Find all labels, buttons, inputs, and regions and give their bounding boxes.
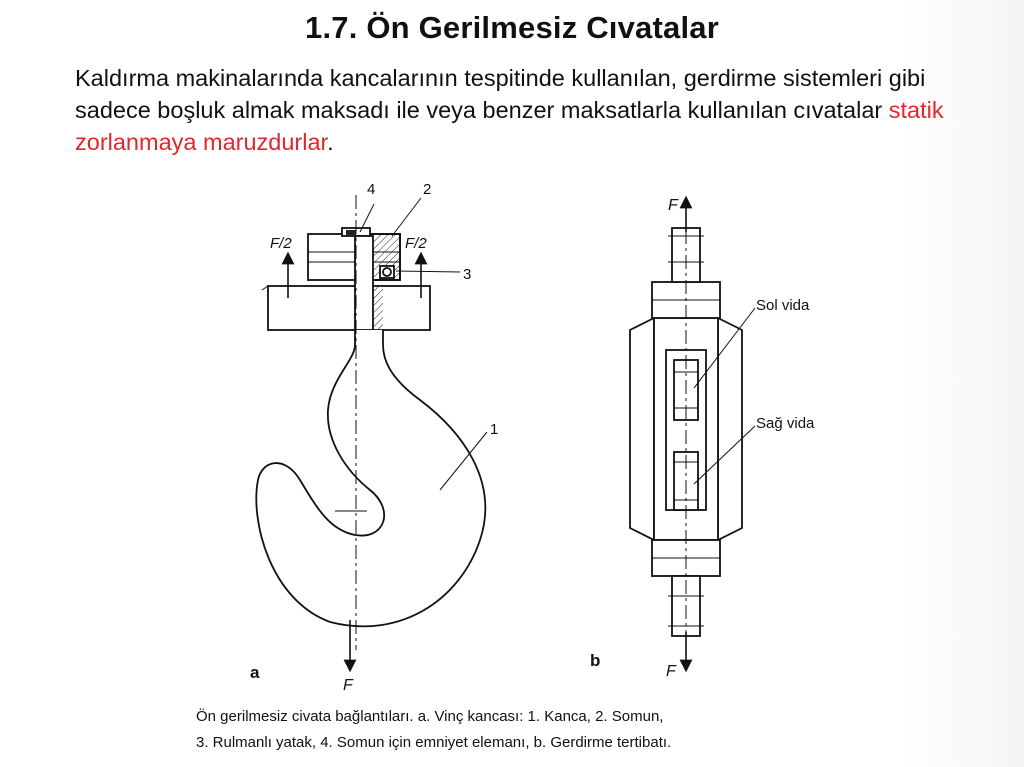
label-force-right: F/2	[405, 235, 427, 252]
figure-a-hook	[255, 195, 488, 673]
label-right-thread: Sağ vida	[756, 415, 815, 432]
label-left-thread: Sol vida	[756, 297, 810, 314]
caption-line-2: 3. Rulmanlı yatak, 4. Somun için emniyet…	[196, 734, 672, 751]
label-part-3: 3	[463, 266, 471, 283]
label-force-bottom: F	[343, 677, 354, 694]
paragraph-highlight: statik zorlanmaya maruzdurlar	[75, 97, 944, 155]
intro-paragraph: Kaldırma makinalarında kancalarının tesp…	[75, 62, 975, 158]
slide-title: 1.7. Ön Gerilmesiz Cıvatalar	[305, 10, 719, 45]
figure-a-label: a	[250, 663, 260, 682]
figure-b-turnbuckle	[629, 195, 756, 673]
hook-shank	[354, 235, 374, 331]
figure-b-label: b	[590, 651, 600, 670]
label-part-1: 1	[490, 421, 498, 438]
paragraph-end: .	[327, 129, 334, 155]
label-b-force-bottom: F	[666, 663, 677, 680]
traverse-beam	[267, 285, 431, 331]
label-part-4: 4	[367, 181, 375, 198]
label-force-left: F/2	[270, 235, 292, 252]
figure-caption: Ön gerilmesiz civata bağlantıları. a. Vi…	[196, 704, 896, 756]
label-part-2: 2	[423, 181, 431, 198]
paragraph-text: Kaldırma makinalarında kancalarının tesp…	[75, 65, 926, 123]
caption-line-1: Ön gerilmesiz civata bağlantıları. a. Vi…	[196, 708, 664, 725]
label-b-force-top: F	[668, 197, 679, 214]
